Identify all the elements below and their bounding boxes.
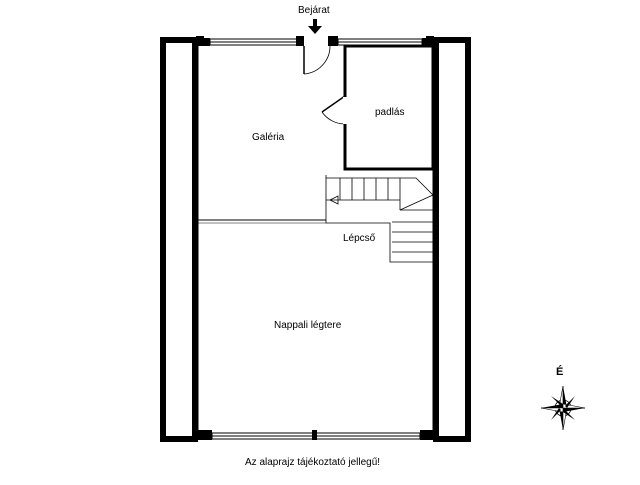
staircase	[325, 175, 434, 263]
padlas-door-swing	[321, 111, 346, 125]
padlas-door-opening	[343, 97, 348, 124]
entrance-door-swing	[303, 45, 331, 75]
pillar-ne	[426, 36, 434, 46]
south-window-mullion	[312, 430, 317, 440]
room-label-nappali: Nappali légtere	[274, 320, 342, 331]
footnote: Az alaprajz tájékoztató jellegű!	[245, 457, 381, 468]
entrance-label: Bejárat	[298, 5, 330, 16]
north-wall-door-jamb-left	[296, 36, 304, 46]
west-wall-inner	[166, 43, 192, 436]
north-wall-door-jamb-right	[328, 36, 338, 46]
compass-north-label: É	[556, 366, 564, 378]
room-label-galeria: Galéria	[252, 132, 285, 143]
compass-rose	[540, 385, 586, 431]
padlas-door-leaf	[321, 95, 346, 113]
east-wall-inner	[439, 43, 465, 436]
room-label-lepcso: Lépcső	[343, 233, 376, 244]
entrance-arrow-head	[308, 26, 322, 34]
pillar-nw	[196, 36, 204, 46]
south-wall-left	[198, 430, 212, 440]
entrance-arrow-shaft	[313, 19, 317, 27]
room-label-padlas: padlás	[375, 107, 405, 118]
pillar-se	[426, 430, 434, 440]
pillar-sw	[196, 430, 204, 440]
